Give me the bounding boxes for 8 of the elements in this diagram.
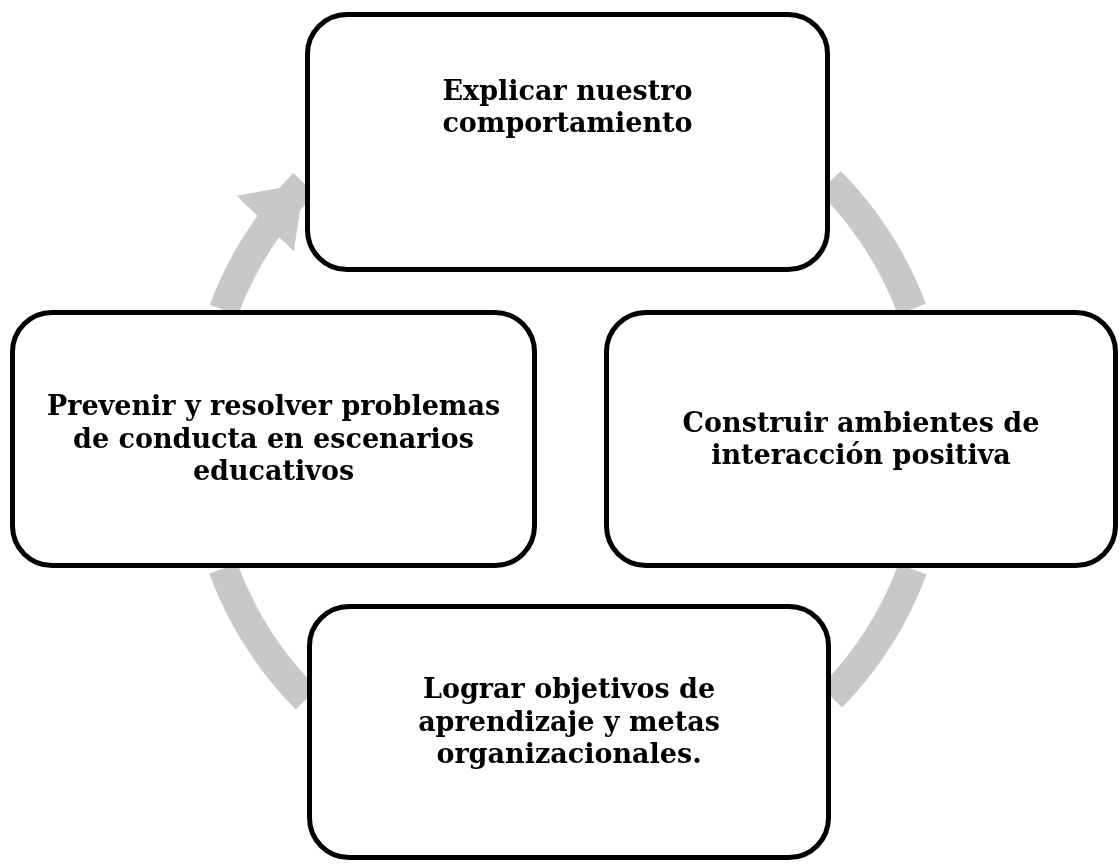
rounded-box [10, 310, 537, 568]
box-text: Explicar nuestro comportamiento [441, 74, 694, 140]
rounded-box [307, 604, 831, 860]
box-text: Lograr objetivos de aprendizaje y metas organizacionales. [417, 673, 721, 771]
rounded-box [305, 12, 830, 272]
box-text: Prevenir y resolver problemas de conducta en escenarios educativos [45, 390, 502, 488]
rounded-box [604, 310, 1118, 568]
box-text: Construir ambientes de interacción positiva [681, 406, 1041, 472]
